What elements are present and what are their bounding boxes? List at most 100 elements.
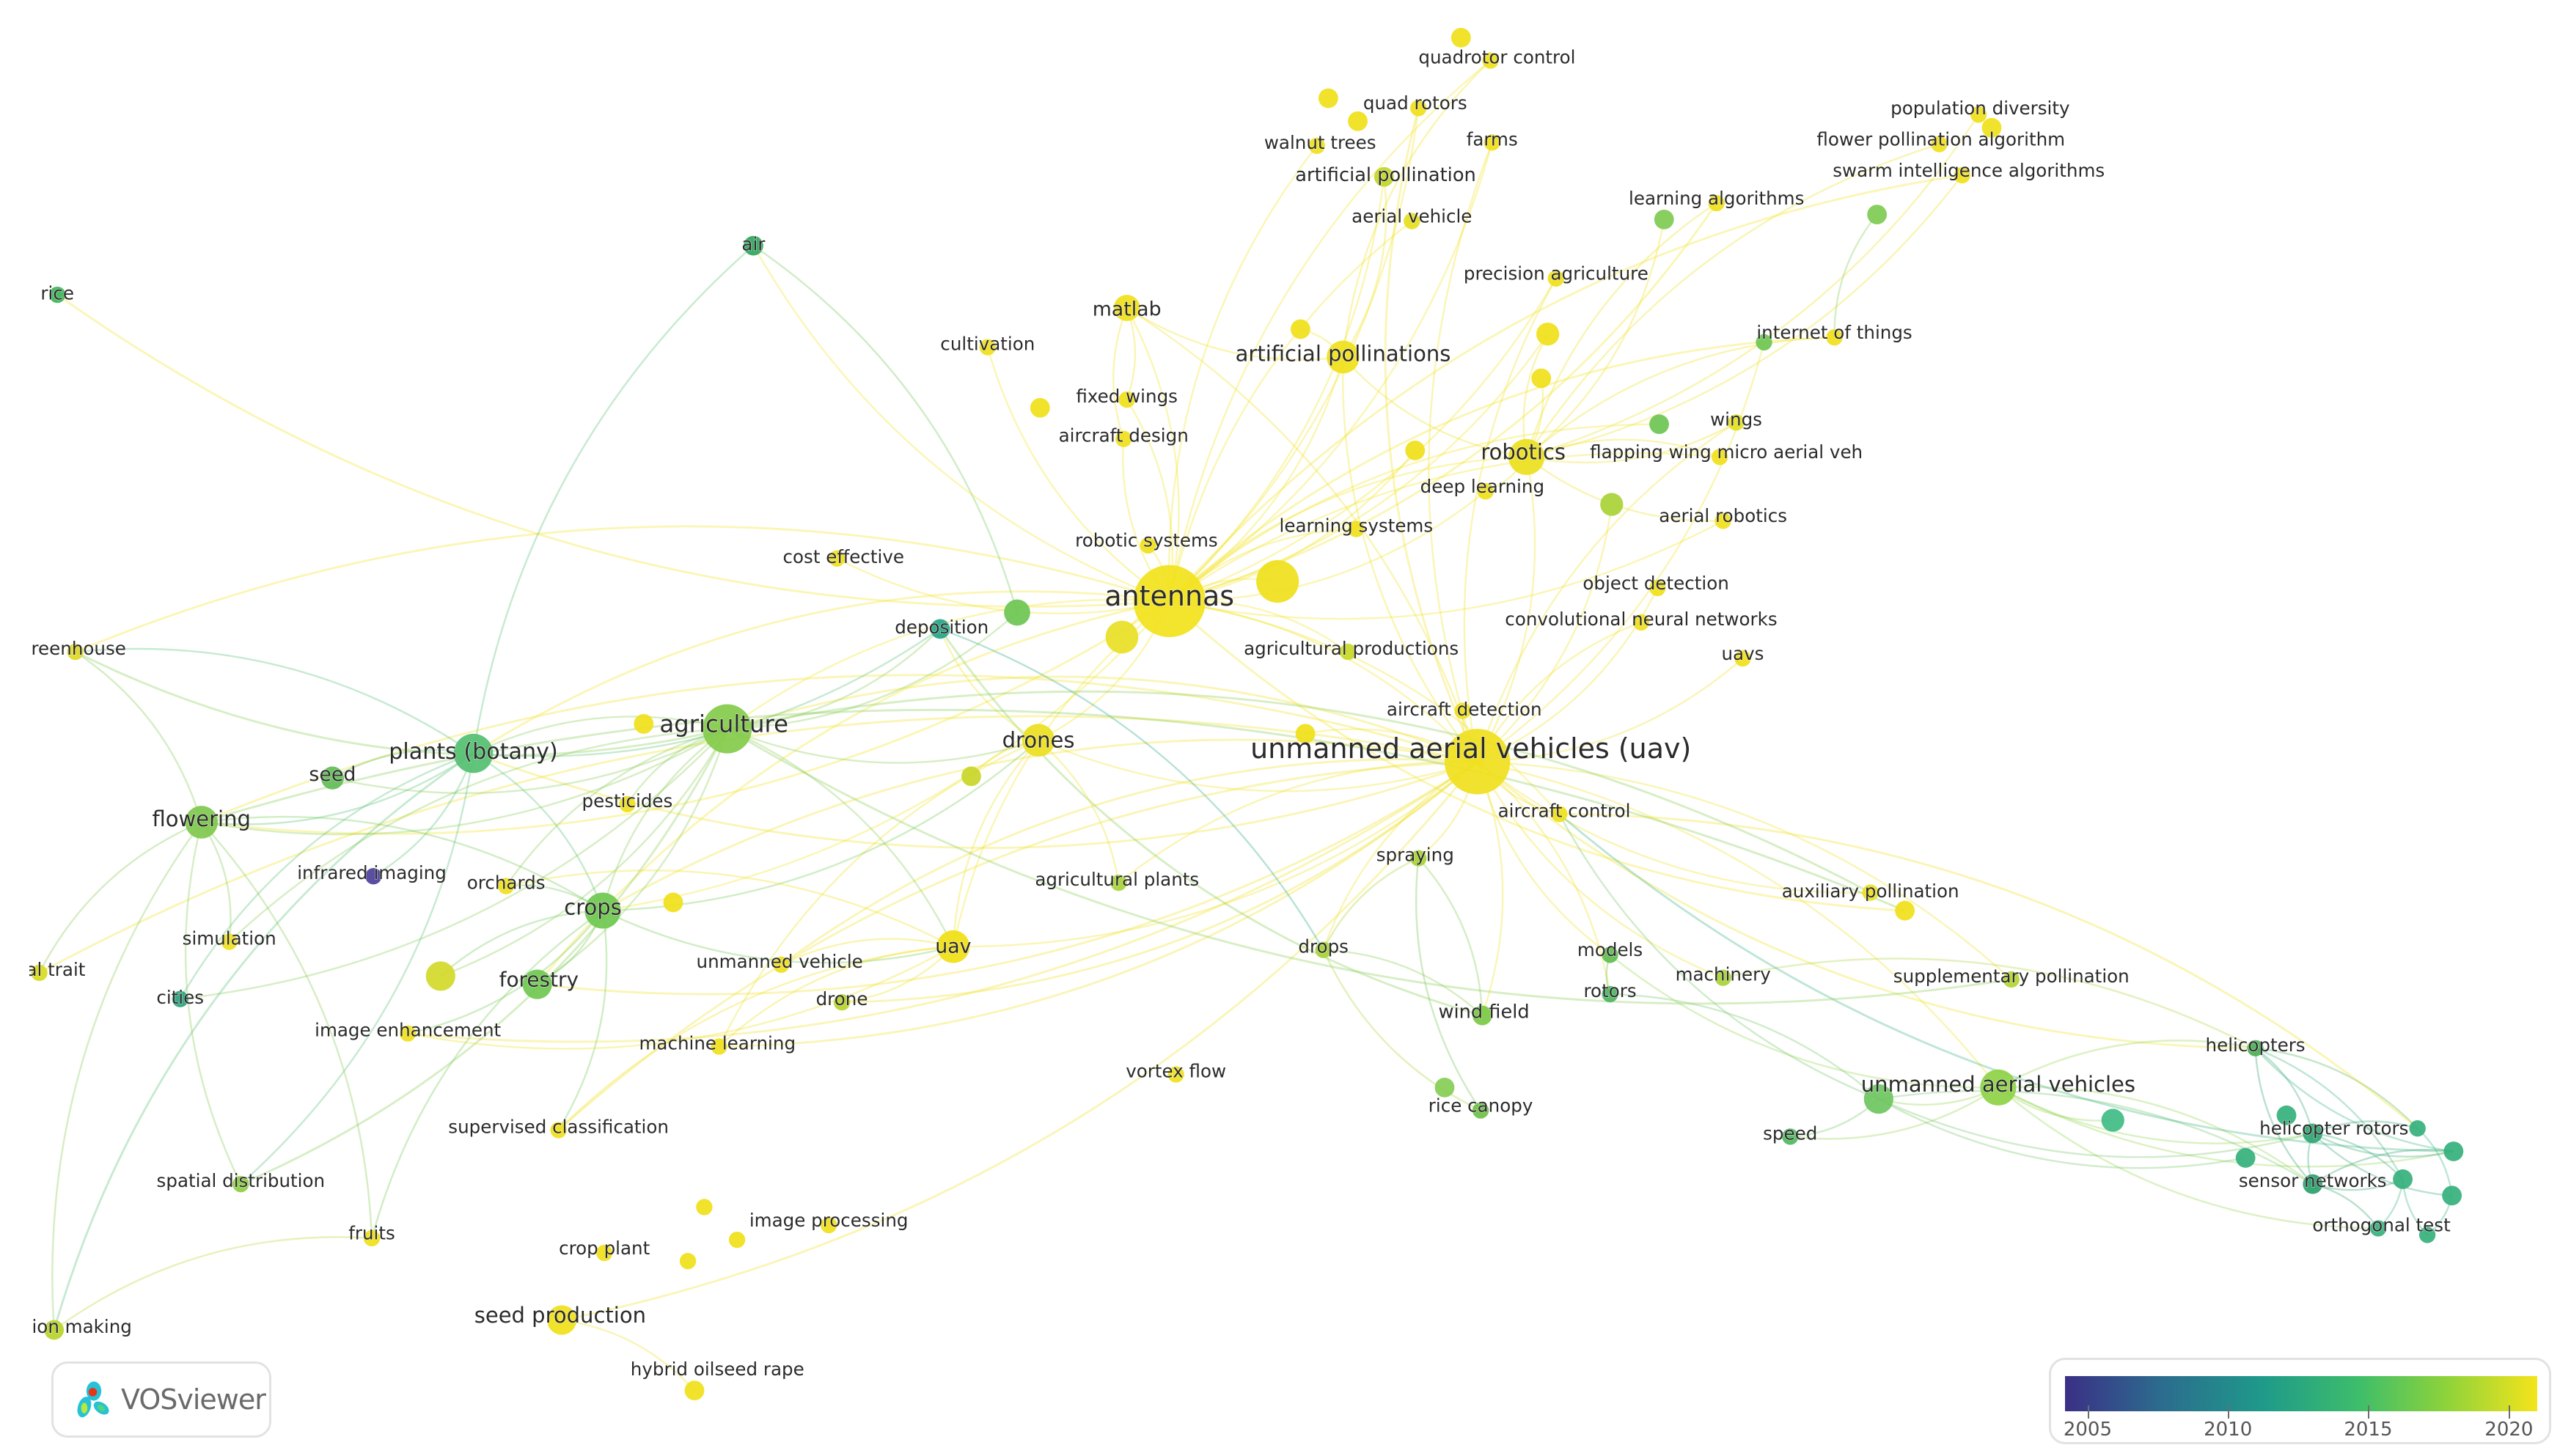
keyword-node-quad-rotors[interactable]	[1410, 100, 1427, 117]
keyword-label[interactable]: deposition	[895, 616, 989, 638]
keyword-node-fixed-wings[interactable]	[1118, 391, 1135, 408]
keyword-label[interactable]: image enhancement	[314, 1019, 502, 1041]
keyword-label[interactable]: artificial pollination	[1295, 163, 1477, 186]
keyword-label[interactable]: supplementary pollination	[1893, 965, 2130, 987]
keyword-label[interactable]: flowering	[152, 806, 252, 831]
keyword-node-n-685-389[interactable]	[1105, 620, 1139, 654]
keyword-node-helicopter-rotors[interactable]	[2303, 1123, 2323, 1144]
keyword-node-hybrid-oilseed-rape[interactable]	[684, 1380, 705, 1401]
keyword-label[interactable]: quad rotors	[1362, 92, 1467, 114]
keyword-label[interactable]: matlab	[1092, 298, 1162, 321]
keyword-node-n-1476-689[interactable]	[2409, 1120, 2426, 1137]
keyword-label[interactable]: fixed wings	[1076, 385, 1178, 407]
keyword-node-cost-effective[interactable]	[829, 550, 846, 567]
keyword-label[interactable]: unmanned aerial vehicles (uav)	[1250, 732, 1691, 765]
keyword-node-rice-canopy[interactable]	[1472, 1102, 1489, 1119]
keyword-label[interactable]: artificial pollinations	[1235, 341, 1451, 367]
keyword-node-n-941-231[interactable]	[1531, 368, 1552, 389]
keyword-node-sensor-networks[interactable]	[2303, 1174, 2323, 1194]
keyword-label[interactable]: spraying	[1376, 844, 1454, 866]
keyword-label[interactable]: models	[1577, 939, 1643, 961]
keyword-node-drops[interactable]	[1315, 941, 1332, 958]
keyword-node-auxiliary-pollination[interactable]	[1862, 884, 1879, 901]
keyword-label[interactable]: flapping wing micro aerial veh	[1589, 441, 1863, 463]
keyword-node-cultivation[interactable]	[979, 339, 996, 356]
keyword-label[interactable]: uav	[935, 935, 972, 958]
keyword-node-greenhouse[interactable]	[67, 643, 84, 661]
keyword-node-swarm-intelligence-algorithms[interactable]	[1954, 166, 1970, 184]
keyword-node-n-1146-131[interactable]	[1867, 205, 1888, 225]
keyword-label[interactable]: drones	[1002, 727, 1075, 753]
keyword-node-n-829-74[interactable]	[1348, 111, 1368, 131]
keyword-label[interactable]: infrared imaging	[297, 862, 447, 884]
keyword-node-flapping-wing[interactable]	[1712, 449, 1728, 466]
keyword-label[interactable]: aerial vehicle	[1351, 205, 1473, 227]
keyword-node-n-984-308[interactable]	[1600, 493, 1624, 516]
keyword-node-flower-pollination-algorithm[interactable]	[1931, 136, 1948, 152]
keyword-node-n-864-275[interactable]	[1405, 440, 1426, 460]
keyword-node-learning-algorithms[interactable]	[1708, 194, 1725, 212]
keyword-label[interactable]: cities	[156, 986, 205, 1008]
keyword-node-orchards[interactable]	[497, 878, 515, 894]
keyword-label[interactable]: plants (botany)	[389, 738, 559, 765]
keyword-node-cnn[interactable]	[1632, 614, 1650, 631]
keyword-label[interactable]: spatial distribution	[156, 1170, 326, 1192]
keyword-node-rice[interactable]	[49, 286, 66, 304]
keyword-node-n-1396-681[interactable]	[2276, 1105, 2297, 1125]
keyword-node-n-1467-720[interactable]	[2393, 1169, 2413, 1189]
keyword-node-speed[interactable]	[1782, 1128, 1799, 1145]
keyword-node-aerial-robotics[interactable]	[1714, 512, 1731, 529]
keyword-label[interactable]: agricultural plants	[1035, 868, 1200, 890]
keyword-label[interactable]: swarm intelligence algorithms	[1833, 159, 2105, 181]
keyword-node-spraying[interactable]	[1410, 850, 1427, 867]
keyword-label[interactable]: orthogonal test	[2312, 1214, 2451, 1236]
keyword-label[interactable]: drops	[1298, 935, 1349, 957]
keyword-node-n-593-474[interactable]	[961, 766, 981, 787]
keyword-node-n-411-551[interactable]	[663, 892, 683, 913]
keyword-node-n-797-448[interactable]	[1295, 724, 1316, 744]
keyword-node-aircraft-design[interactable]	[1115, 430, 1132, 447]
keyword-node-supplementary-pollination[interactable]	[2003, 971, 2020, 988]
keyword-node-n-780-355[interactable]	[1256, 560, 1299, 603]
keyword-label[interactable]: farms	[1466, 128, 1518, 150]
keyword-label[interactable]: forestry	[499, 967, 579, 992]
keyword-node-n-1147-671[interactable]	[1863, 1084, 1893, 1114]
keyword-label[interactable]: quadrotor control	[1418, 46, 1576, 68]
keyword-label[interactable]: unmanned aerial vehicles	[1860, 1071, 2136, 1097]
keyword-node-n-1216-78[interactable]	[1981, 117, 2002, 138]
keyword-label[interactable]: helicopters	[2205, 1034, 2306, 1056]
keyword-node-aerial-vehicle[interactable]	[1404, 213, 1420, 229]
keyword-label[interactable]: al trait	[26, 958, 87, 980]
keyword-node-drones[interactable]	[1022, 724, 1055, 757]
keyword-node-deposition[interactable]	[930, 619, 950, 639]
keyword-node-rotors[interactable]	[1602, 985, 1618, 1003]
keyword-node-decision-making[interactable]	[44, 1320, 65, 1340]
keyword-node-internet-of-things[interactable]	[1826, 329, 1843, 346]
keyword-label[interactable]: population diversity	[1890, 97, 2070, 119]
keyword-label[interactable]: walnut trees	[1264, 131, 1376, 153]
keyword-node-n-1163-556[interactable]	[1895, 900, 1915, 921]
keyword-node-n-621-374[interactable]	[1004, 599, 1030, 626]
keyword-label[interactable]: robotics	[1481, 439, 1566, 465]
keyword-label[interactable]: object detection	[1582, 572, 1730, 594]
keyword-node-n-635-249[interactable]	[1030, 397, 1050, 418]
keyword-node-image-enhancement[interactable]	[399, 1025, 417, 1042]
keyword-label[interactable]: internet of things	[1756, 321, 1913, 343]
keyword-node-n-1498-703[interactable]	[2443, 1141, 2464, 1161]
keyword-node-crop-plant[interactable]	[596, 1244, 613, 1262]
keyword-label[interactable]: aircraft control	[1497, 800, 1631, 822]
keyword-node-n-1077-209[interactable]	[1756, 334, 1772, 351]
keyword-node-uav-right[interactable]	[1980, 1069, 2017, 1106]
keyword-node-helicopters[interactable]	[2247, 1040, 2264, 1056]
keyword-node-n-393-442[interactable]	[634, 714, 654, 734]
keyword-node-uav[interactable]	[936, 930, 970, 963]
keyword-label[interactable]: learning algorithms	[1628, 187, 1805, 209]
keyword-node-n-450-757[interactable]	[728, 1231, 746, 1249]
keyword-label[interactable]: convolutional neural networks	[1505, 608, 1778, 630]
keyword-node-vortex-flow[interactable]	[1167, 1066, 1184, 1083]
keyword-label[interactable]: pesticides	[582, 790, 673, 812]
keyword-node-artificial-pollinations[interactable]	[1327, 340, 1360, 374]
keyword-label[interactable]: image processing	[749, 1209, 909, 1231]
keyword-label[interactable]: auxiliary pollination	[1781, 880, 1959, 902]
keyword-node-seed[interactable]	[320, 766, 345, 790]
